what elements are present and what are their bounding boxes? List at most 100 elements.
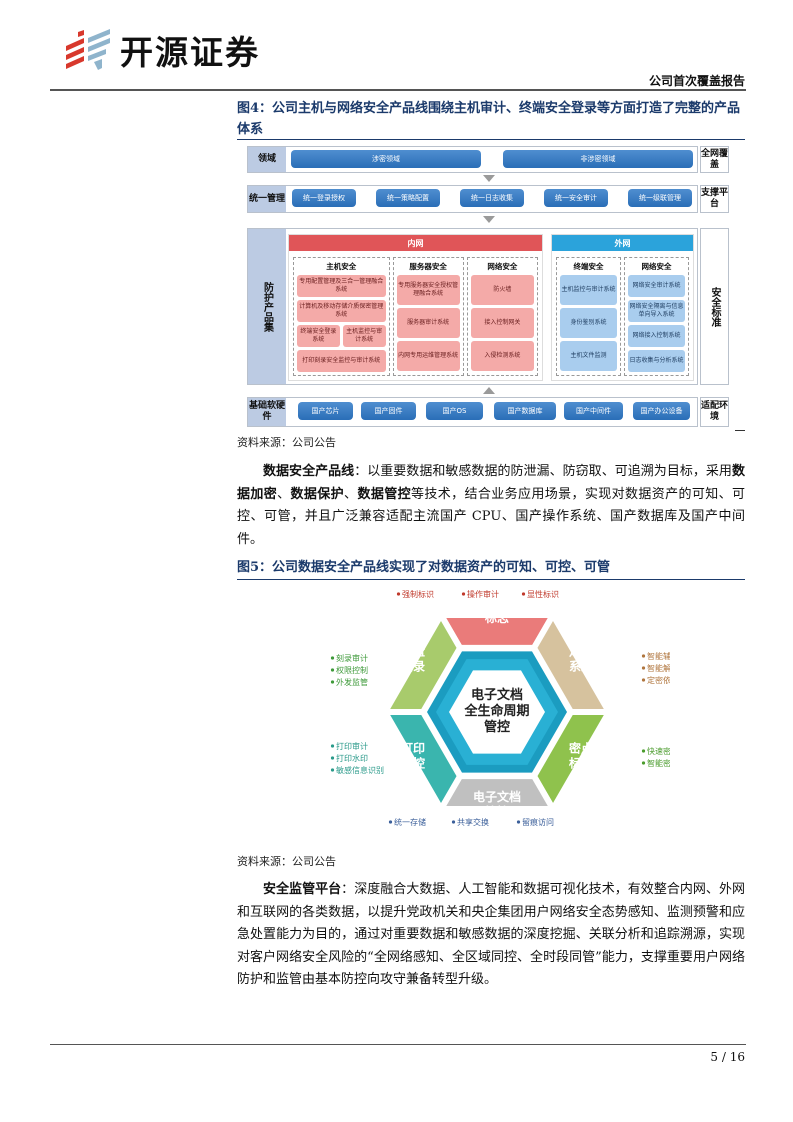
center-label: 全生命周期 [463,703,529,719]
figure5-source: 资料来源：公司公告 [237,855,336,868]
bullet-item: 强制标识 [402,589,434,599]
inner-network-panel: 内网主机安全专用配置管理及三合一管理融合系统计算机及移动存储介质保密管理系统终端… [288,234,543,381]
row-side-label: 全网覆盖 [700,146,729,173]
module-pill: 国产芯片 [298,402,353,420]
product-architecture-diagram: 领域涉密领域非涉密领域全网覆盖统一管理统一登录授权统一策略配置统一日志收集统一安… [247,143,730,430]
diagram-row: 防护产品集内网主机安全专用配置管理及三合一管理融合系统计算机及移动存储介质保密管… [247,228,698,385]
module-pill: 国产办公设备 [633,402,690,420]
segment-label: 系统 [569,659,593,674]
product-item: 主机文件监测 [560,341,617,371]
product-column: 终端安全主机监控与审计系统身份鉴别系统主机文件监测 [556,257,621,376]
header-divider [50,89,746,91]
segment-label: 标志 [484,610,509,625]
panel-body: 终端安全主机监控与审计系统身份鉴别系统主机文件监测网络安全网络安全审计系统网络安… [552,251,693,382]
module-pill: 国产数据库 [494,402,556,420]
panel-header: 外网 [552,235,693,251]
product-item: 网络安全隔离与信息单向导入系统 [628,300,685,322]
module-pill: 统一策略配置 [376,189,440,207]
column-title: 服务器安全 [409,262,447,271]
bullet-dot-icon [451,820,456,824]
bullet-dot-icon [330,744,335,748]
product-item: 防火墙 [470,275,534,305]
module-pill: 国产固件 [361,402,416,420]
module-pill: 涉密领域 [291,149,481,168]
segment-label: 刻录 [401,659,425,674]
bullet-item: 外发监管 [336,677,368,687]
text-run: 等技术，结合业务应用场景，实现对数据资产的可知、可控、可管，并且广泛兼容适配主流… [237,486,745,547]
product-item: 入侵检测系统 [470,341,534,371]
bold-term: 数据保护 [290,486,345,502]
row-side-label: 支撑平台 [700,185,729,213]
diagram-row: 领域涉密领域非涉密领域 [247,146,698,173]
row-label: 统一管理 [248,186,286,212]
source-rule [735,430,745,431]
report-type: 公司首次覆盖报告 [648,74,745,88]
text-run: 、 [277,486,291,502]
brand-name: 开源证券 [120,33,260,72]
segment-label: 标注 [568,756,593,771]
bold-term: 数据加密 [237,464,745,502]
product-item: 终端安全登录系统 [297,325,340,347]
bullet-item: 快速密点提取 [647,746,670,756]
bullet-item: 权限控制 [336,665,368,675]
segment-label: 定密 [569,644,593,659]
bullet-dot-icon [461,592,466,596]
figure4-rule [237,139,745,140]
bullet-item: 智能解密提醒 [647,663,670,673]
bullet-dot-icon [330,668,335,672]
row-label: 防护产品集 [248,229,286,384]
bullet-item: 定密依据管理 [647,675,670,685]
bullet-dot-icon [388,820,393,824]
bullet-dot-icon [396,592,401,596]
module-pill: 国产OS [426,402,483,420]
product-column: 网络安全网络安全审计系统网络安全隔离与信息单向导入系统网络接入控制系统日志收集与… [624,257,689,376]
figure4-source: 资料来源：公司公告 [237,436,336,449]
arrow-down-icon [483,175,495,182]
text-run: ：深度融合大数据、人工智能和数据可视化技术，有效整合内网、外网和互联网的各类数据… [237,882,745,987]
panel-header: 内网 [289,235,542,251]
row-side-label: 安全标准 [700,228,729,385]
row-label: 基础软硬件 [248,398,286,426]
column-title: 网络安全 [487,262,518,271]
figure4-title: 图4：公司主机与网络安全产品线围绕主机审计、终端安全登录等方面打造了完整的产品体… [237,101,741,137]
row-label: 领域 [248,147,286,172]
product-item: 主机监控与审计系统 [560,275,617,305]
bullet-item: 敏感信息识别 [336,765,384,775]
product-item: 服务器审计系统 [396,308,460,338]
segment-label: 密点 [569,741,593,756]
bullet-item: 留痕访问 [522,817,554,827]
segment-label: 光盘 [400,644,425,659]
page-number: 5 / 16 [710,1050,745,1064]
bold-term: 数据管控 [357,486,411,502]
product-pair: 终端安全登录系统主机监控与审计系统 [297,325,386,347]
module-pill: 统一登录授权 [292,189,356,207]
product-column: 网络安全防火墙接入控制网关入侵检测系统 [466,257,538,376]
product-item: 接入控制网关 [470,308,534,338]
bullet-item: 统一存储 [394,817,426,827]
product-item: 打印刻录安全监控与审计系统 [297,350,386,372]
arrow-down-icon [483,216,495,223]
bullet-dot-icon [641,666,646,670]
document-lifecycle-diagram: 电子文档全生命周期管控数字标志强制标识操作审计显性标识定密系统智能辅助定密智能解… [330,589,670,827]
module-pill: 统一安全审计 [544,189,608,207]
column-title: 终端安全 [573,262,604,271]
text-run: 、 [344,486,358,502]
diagram-row: 统一管理统一登录授权统一策略配置统一日志收集统一安全审计统一级联管理 [247,185,698,213]
text-run: ：以重要数据和敏感数据的防泄漏、防窃取、可追溯为目标，采用 [354,464,732,479]
segment-label: 电子文档 [473,789,521,804]
paragraph-supervision-platform: 安全监管平台：深度融合大数据、人工智能和数据可视化技术，有效整合内网、外网和互联… [237,879,745,992]
brand-logo: 开源证券 [62,24,292,72]
bullet-dot-icon [641,654,646,658]
bullet-dot-icon [330,680,335,684]
bullet-item: 刻录审计 [336,653,368,663]
panel-body: 主机安全专用配置管理及三合一管理融合系统计算机及移动存储介质保密管理系统终端安全… [289,251,542,382]
bullet-item: 共享交换 [457,817,489,827]
product-item: 计算机及移动存储介质保密管理系统 [297,300,386,322]
bullet-dot-icon [516,820,521,824]
center-label: 管控 [484,719,510,735]
module-pill: 统一级联管理 [628,189,692,207]
bullet-dot-icon [641,678,646,682]
product-item: 专用服务器安全授权管理融合系统 [396,275,460,305]
product-item: 网络接入控制系统 [628,325,685,347]
bullet-dot-icon [521,592,526,596]
